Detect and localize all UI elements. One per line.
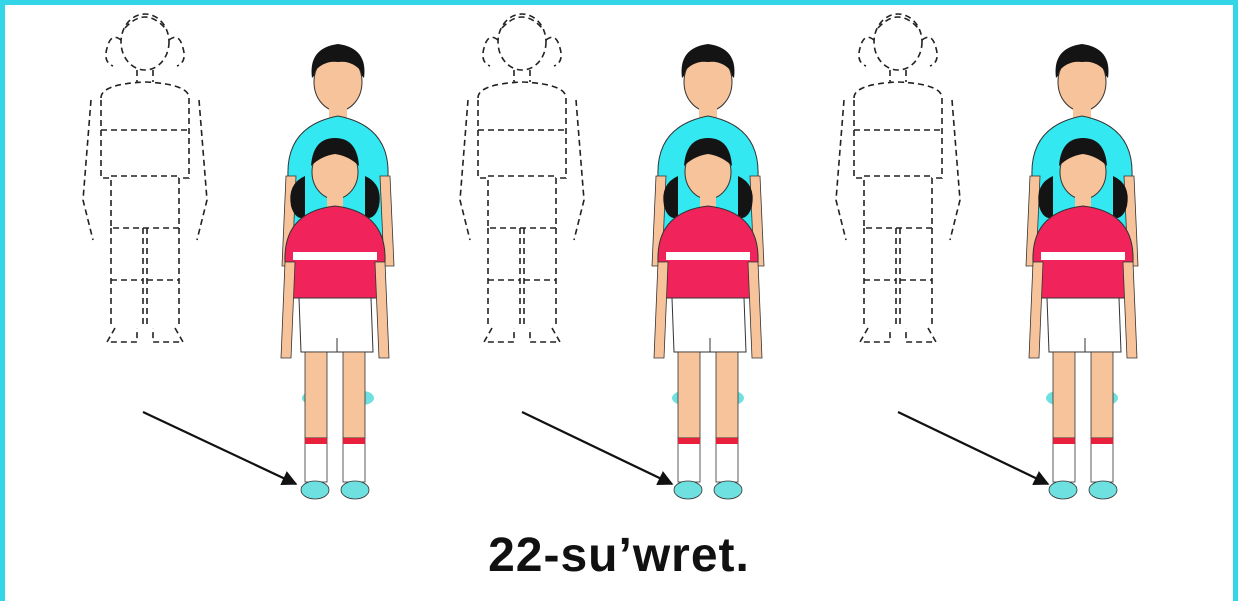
panel-1 <box>83 14 394 499</box>
dashed-outline-figure-icon <box>460 14 584 342</box>
girl-figure-icon <box>281 138 389 499</box>
panel-2 <box>460 14 764 499</box>
dashed-outline-figure-icon <box>836 14 960 342</box>
panel-3 <box>836 14 1138 499</box>
arrow-icon <box>522 412 672 484</box>
girl-figure-icon <box>654 138 762 499</box>
arrow-icon <box>898 412 1048 484</box>
figure-caption: 22-su’wret. <box>0 528 1238 583</box>
dashed-outline-figure-icon <box>83 14 207 342</box>
girl-figure-icon <box>1029 138 1137 499</box>
arrow-icon <box>143 412 296 484</box>
